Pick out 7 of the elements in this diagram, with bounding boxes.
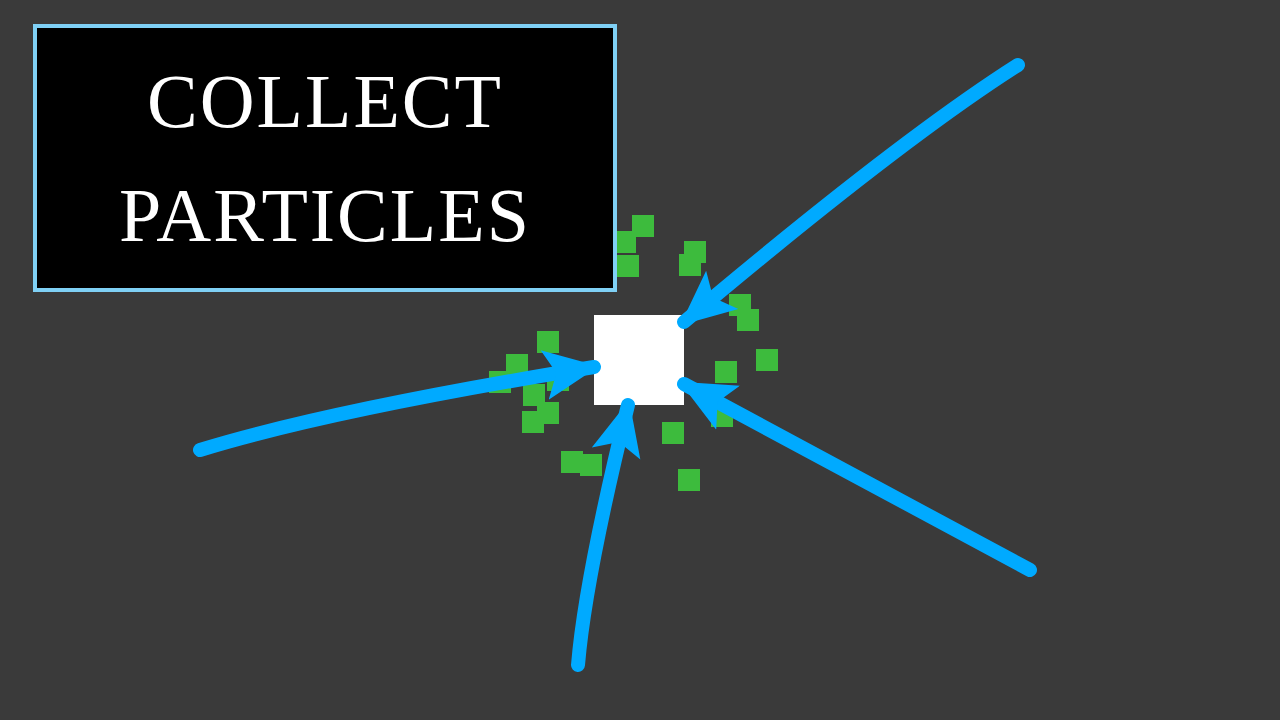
title-box	[33, 24, 617, 292]
arrow	[677, 58, 1025, 329]
title-text: COLLECT PARTICLES	[118, 58, 532, 259]
square	[594, 315, 684, 405]
arrow	[571, 398, 641, 672]
arrow	[193, 350, 601, 457]
arrow	[677, 377, 1037, 577]
